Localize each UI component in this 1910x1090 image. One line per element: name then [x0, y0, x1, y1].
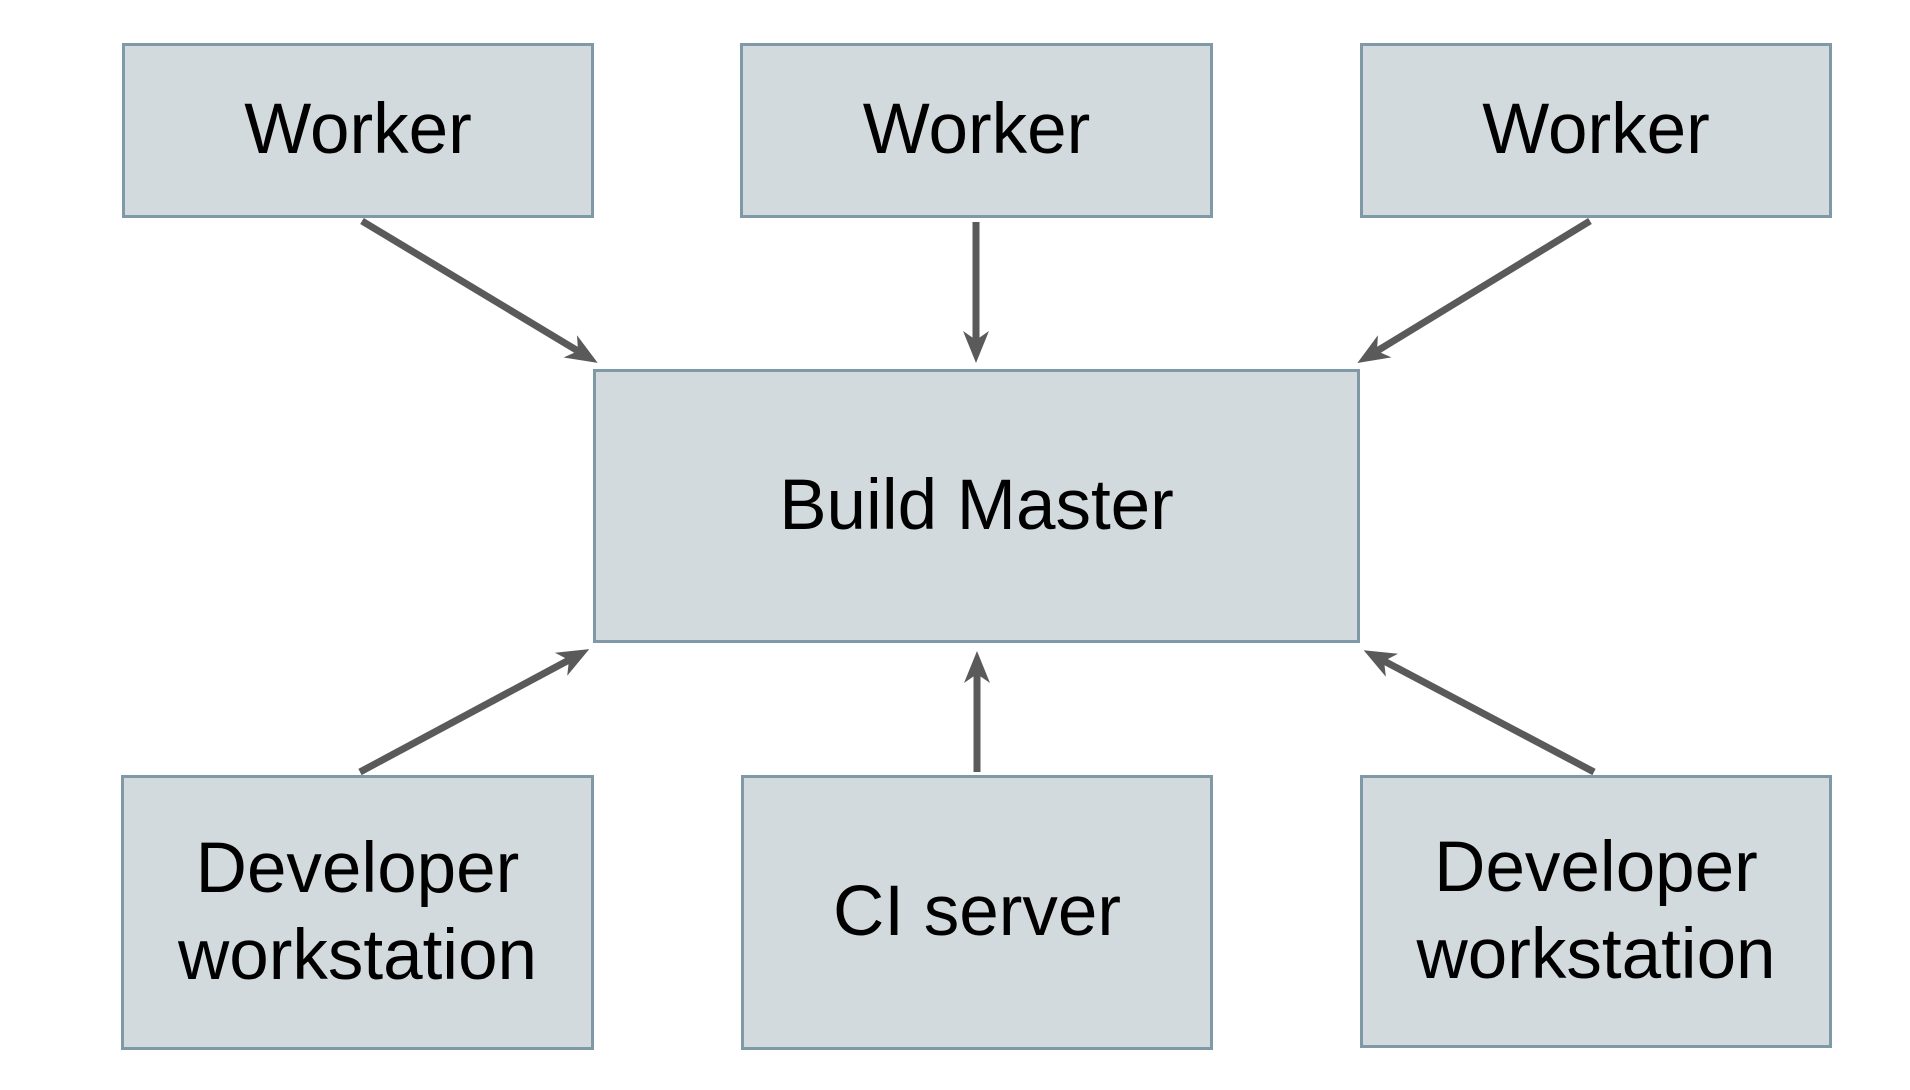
- node-developer-workstation-right: Developer workstation: [1360, 775, 1832, 1048]
- node-developer-workstation-left-label: Developer workstation: [177, 828, 538, 995]
- node-ci-server: CI server: [741, 775, 1213, 1050]
- node-worker-2-label: Worker: [862, 90, 1091, 170]
- arrow-devworkstation-left-to-buildmaster: [358, 649, 590, 776]
- node-developer-workstation-left: Developer workstation: [121, 775, 594, 1050]
- arrow-worker3-to-buildmaster: [1357, 218, 1592, 363]
- node-worker-1-label: Worker: [244, 90, 472, 170]
- node-developer-workstation-right-label: Developer workstation: [1416, 827, 1776, 994]
- node-ci-server-label: CI server: [833, 872, 1121, 952]
- node-worker-3: Worker: [1360, 43, 1832, 218]
- node-build-master-label: Build Master: [779, 465, 1174, 545]
- node-worker-1: Worker: [122, 43, 594, 218]
- arrow-devworkstation-right-to-buildmaster: [1363, 650, 1596, 776]
- node-build-master: Build Master: [593, 369, 1360, 643]
- arrow-worker1-to-buildmaster: [360, 218, 598, 363]
- node-worker-3-label: Worker: [1482, 90, 1710, 170]
- node-worker-2: Worker: [740, 43, 1213, 218]
